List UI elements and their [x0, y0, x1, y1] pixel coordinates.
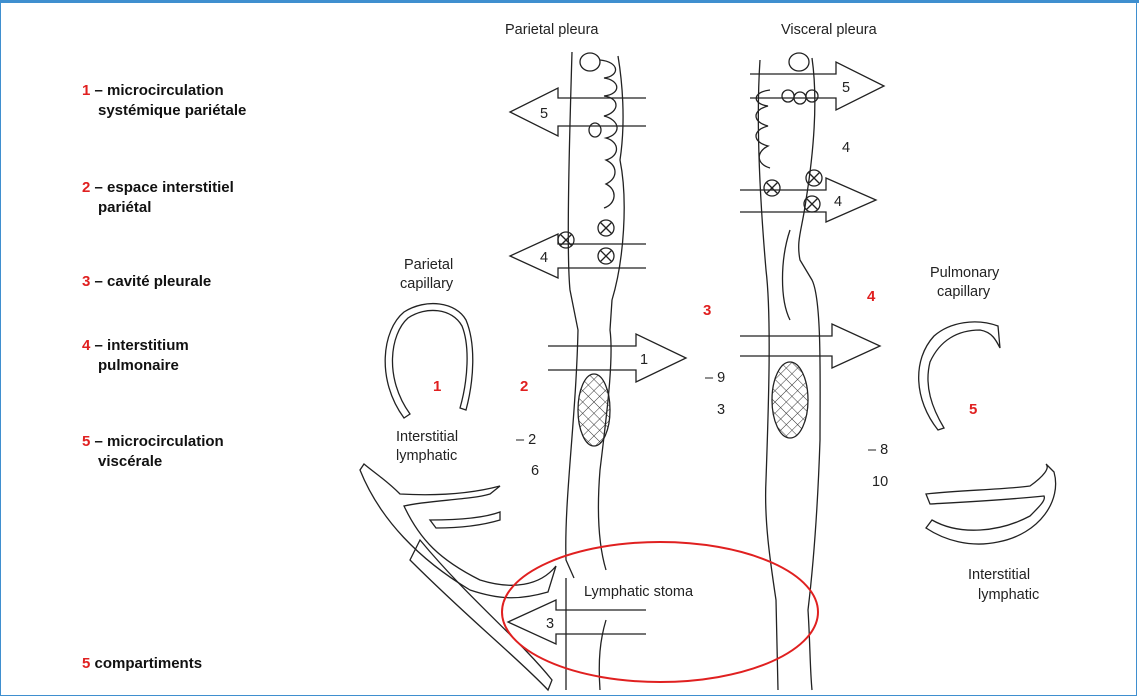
compartment-number-1: 1: [433, 378, 441, 395]
label-parietal-capillary-1: Parietal: [404, 256, 453, 275]
pressure-right-a: – 8: [868, 442, 888, 458]
parietal-pleura-left-edge: [566, 52, 578, 578]
pressure-right-4: 4: [842, 140, 850, 156]
right-lymphatic: [926, 464, 1056, 544]
nucleus-parietal: [578, 374, 610, 446]
pressure-left-b: 6: [531, 463, 539, 479]
cell-visceral-4: [806, 90, 818, 102]
cell-parietal-2: [589, 123, 601, 137]
label-interstitial-lymphatic-left-2: lymphatic: [396, 447, 457, 466]
nucleus-visceral: [772, 362, 808, 438]
label-interstitial-lymphatic-right-1: Interstitial: [968, 566, 1030, 585]
arrow-center-right: [740, 324, 880, 368]
label-lymphatic-stoma: Lymphatic stoma: [584, 583, 693, 602]
label-pulmonary-capillary-2: capillary: [937, 283, 990, 302]
label-parietal-pleura: Parietal pleura: [505, 21, 599, 40]
lymphatic-stoma-highlight: [502, 542, 818, 682]
parietal-pleura-right-edge: [598, 56, 624, 570]
visceral-fold-2: [783, 230, 791, 320]
pressure-mid-b: 3: [717, 402, 725, 418]
compartment-number-4: 4: [867, 288, 875, 305]
arrow-5-right: [750, 62, 884, 110]
arrow-5-left: [510, 88, 646, 136]
label-interstitial-lymphatic-right-2: lymphatic: [978, 586, 1039, 605]
pressure-left-a: – 2: [516, 432, 536, 448]
compartment-number-2: 2: [520, 378, 528, 395]
arrow-label-4-left: 4: [540, 250, 548, 266]
parietal-capillary: [385, 304, 473, 418]
compartment-number-5: 5: [969, 401, 977, 418]
label-parietal-capillary-2: capillary: [400, 275, 453, 294]
label-interstitial-lymphatic-left-1: Interstitial: [396, 428, 458, 447]
arrow-1: [548, 334, 686, 382]
arrow-3: [508, 600, 646, 644]
left-lymphatic-branch: [430, 512, 500, 528]
arrow-label-1: 1: [640, 352, 648, 368]
pressure-mid-a: – 9: [705, 370, 725, 386]
arrow-label-5-left: 5: [540, 106, 548, 122]
label-visceral-pleura: Visceral pleura: [781, 21, 877, 40]
visceral-pleura-left-edge: [758, 60, 778, 690]
pressure-right-b: 10: [872, 474, 888, 490]
pore-markers: [558, 170, 822, 264]
parietal-folds: [600, 60, 617, 208]
cell-parietal-1: [580, 53, 600, 71]
arrow-label-5-right: 5: [842, 80, 850, 96]
left-lymphatic: [360, 464, 556, 598]
label-pulmonary-capillary-1: Pulmonary: [930, 264, 999, 283]
arrow-label-3: 3: [546, 616, 554, 632]
cell-visceral-2: [782, 90, 794, 102]
arrow-label-4-right: 4: [834, 194, 842, 210]
compartment-number-3: 3: [703, 302, 711, 319]
cell-visceral-1: [789, 53, 809, 71]
arrow-4-left: [510, 234, 646, 278]
pulmonary-capillary: [919, 322, 1000, 430]
